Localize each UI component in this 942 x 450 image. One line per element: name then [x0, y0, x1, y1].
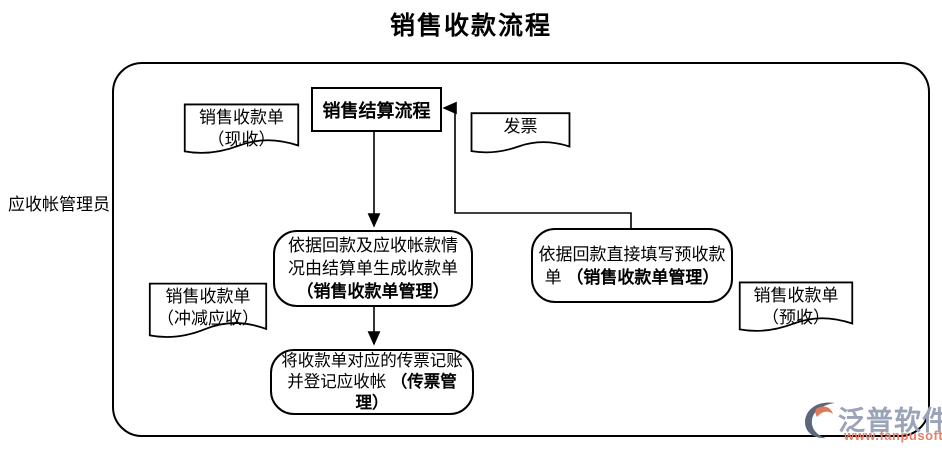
fanpu-logo-icon [805, 402, 835, 439]
node-text-bold: （销售收款单管理） [566, 267, 720, 287]
node-text: 将收款单对应的传票记账并登记应收帐 [281, 351, 463, 391]
node-label: 销售结算流程 [322, 100, 431, 121]
document-shape-icon [148, 282, 268, 346]
page-title: 销售收款流程 [389, 12, 552, 40]
fanpu-brand-url[interactable]: www.fanpusoft.com [844, 428, 942, 443]
document-shape-icon [183, 103, 300, 161]
node-text-bold: （传票管理） [355, 372, 457, 412]
fanpu-brand-name[interactable]: 泛普软件 [838, 406, 942, 436]
node-text: 依据回款及应收帐款情况由结算单生成收款单 [288, 236, 458, 278]
fanpu-logo[interactable]: 泛普软件 www.fanpusoft.com [804, 399, 942, 447]
document-shape-icon [738, 281, 854, 339]
node-voucher-bookkeeping: 将收款单对应的传票记账并登记应收帐 （传票管理） [270, 349, 474, 415]
doc-label: 销售收款单 （预收） [753, 286, 839, 327]
doc-label: 销售收款单 （现收） [199, 108, 284, 149]
doc-label: 销售收款单 （冲减应收） [157, 287, 259, 328]
doc-label: 发票 [503, 117, 538, 136]
doc-sales-receipt-offset: 销售收款单 （冲减应收） [148, 282, 268, 346]
node-generate-receipt-from-settlement: 依据回款及应收帐款情况由结算单生成收款单 （销售收款单管理） [273, 230, 473, 307]
doc-sales-receipt-cash: 销售收款单 （现收） [183, 103, 300, 161]
node-text-bold: （销售收款单管理） [296, 282, 450, 301]
node-text: 依据回款直接填写预收款单 [538, 244, 726, 287]
node-fill-advance-receipt: 依据回款直接填写预收款单 （销售收款单管理） [531, 228, 733, 303]
lane-label-receivables-manager: 应收帐管理员 [8, 195, 110, 214]
node-sales-settlement-process: 销售结算流程 [311, 87, 442, 132]
doc-invoice: 发票 [470, 112, 571, 159]
doc-sales-receipt-advance: 销售收款单 （预收） [738, 281, 854, 339]
